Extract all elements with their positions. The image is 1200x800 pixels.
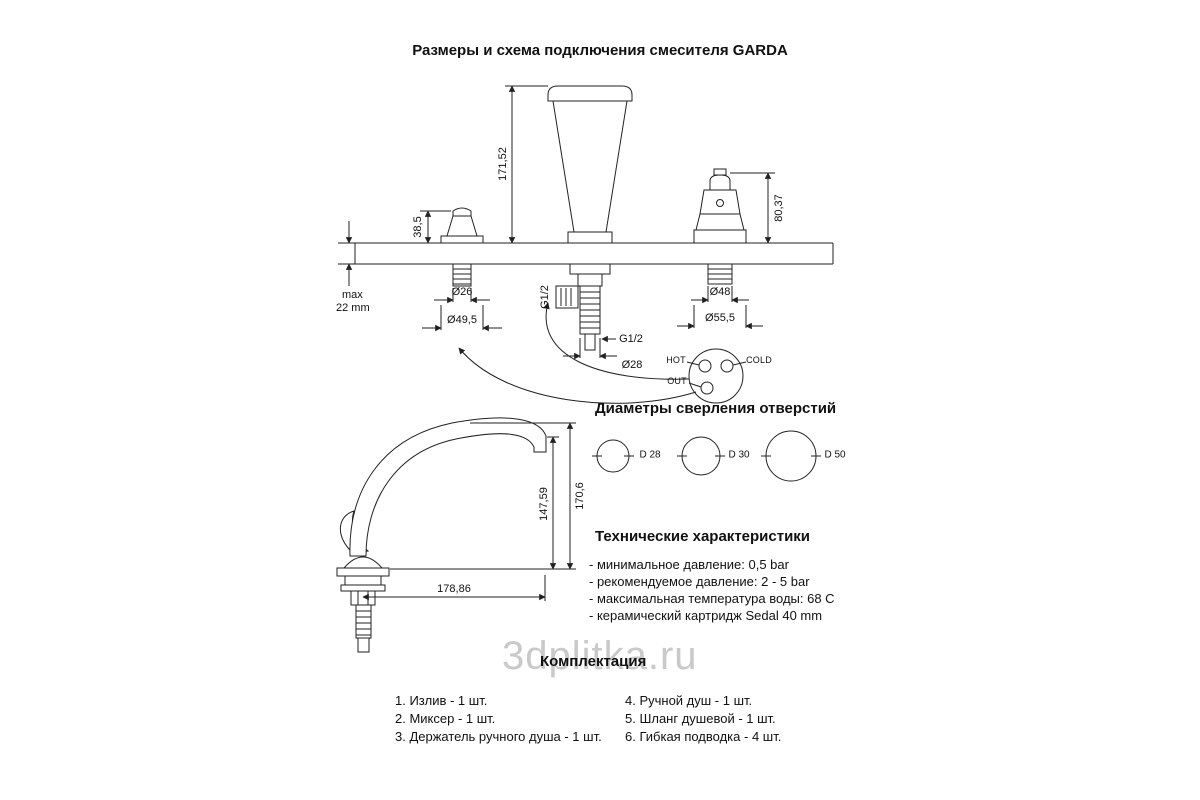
package-item: 3. Держатель ручного душа - 1 шт.	[395, 729, 602, 744]
hot-port-label: HOT	[666, 355, 686, 365]
flow-arrows	[458, 302, 697, 404]
connection-circle-drawing	[686, 348, 747, 404]
package-item: 4. Ручной душ - 1 шт.	[625, 693, 753, 708]
diverter-drawing	[693, 168, 747, 285]
spec-item: - рекомендуемое давление: 2 - 5 bar	[589, 574, 810, 589]
hole-d50-label: D 50	[824, 449, 846, 461]
spout-reach-label: 178,86	[437, 583, 471, 595]
max-thickness-value: 22 mm	[336, 302, 370, 314]
side-thread-label: G1/2	[539, 285, 551, 309]
specs-list: - минимальное давление: 0,5 bar - рекоме…	[589, 556, 835, 624]
spec-item: - минимальное давление: 0,5 bar	[589, 557, 789, 572]
diverter-shank-diameter-label: Ø48	[709, 286, 731, 298]
bottom-thread-label: G1/2	[619, 333, 643, 345]
package-item: 2. Миксер - 1 шт.	[395, 711, 496, 726]
max-thickness-label: max	[342, 289, 363, 301]
package-item: 1. Излив - 1 шт.	[395, 693, 488, 708]
watermark: 3dplitka.ru	[502, 634, 698, 678]
package-item: 5. Шланг душевой - 1 шт.	[625, 711, 776, 726]
dim-handle-height-label: 38,5	[412, 216, 424, 238]
shank-diameter-label: Ø28	[621, 359, 643, 371]
out-port-label: OUT	[667, 376, 687, 386]
specs-heading: Технические характеристики	[595, 528, 811, 545]
hole-d28-label: D 28	[639, 449, 661, 461]
package-column-1: 1. Излив - 1 шт. 2. Миксер - 1 шт. 3. Де…	[395, 692, 602, 746]
hole-d30-label: D 30	[728, 449, 750, 461]
handle-shank-diameter-label: Ø26	[451, 286, 473, 298]
spout-outlet-height-label: 147,59	[538, 487, 550, 521]
page-title: Размеры и схема подключения смесителя GA…	[412, 42, 788, 59]
dimension-lines	[338, 85, 775, 360]
spout-side-drawing	[336, 417, 547, 653]
handle-base-diameter-label: Ø49,5	[447, 314, 477, 326]
dim-body-height-label: 171,52	[497, 147, 509, 181]
handle-drawing	[440, 207, 484, 287]
hole-circles	[592, 430, 821, 482]
mixer-body-drawing	[547, 85, 633, 351]
holes-heading: Диаметры сверления отверстий	[595, 400, 837, 417]
spec-item: - максимальная температура воды: 68 C	[589, 591, 835, 606]
spec-item: - керамический картридж Sedal 40 mm	[589, 608, 823, 623]
package-column-2: 4. Ручной душ - 1 шт. 5. Шланг душевой -…	[625, 692, 781, 746]
cold-port-label: COLD	[746, 355, 772, 365]
countertop-drawing	[354, 242, 834, 265]
hole-circle-d30	[681, 436, 721, 476]
diverter-base-diameter-label: Ø55,5	[705, 312, 735, 324]
spout-total-height-label: 170,6	[574, 482, 586, 510]
dim-diverter-height-label: 80,37	[773, 194, 785, 222]
package-item: 6. Гибкая подводка - 4 шт.	[625, 729, 782, 744]
hole-circle-d50	[765, 430, 817, 482]
package-heading: Комплектация	[540, 653, 647, 670]
spout-dimension-lines	[362, 422, 576, 601]
